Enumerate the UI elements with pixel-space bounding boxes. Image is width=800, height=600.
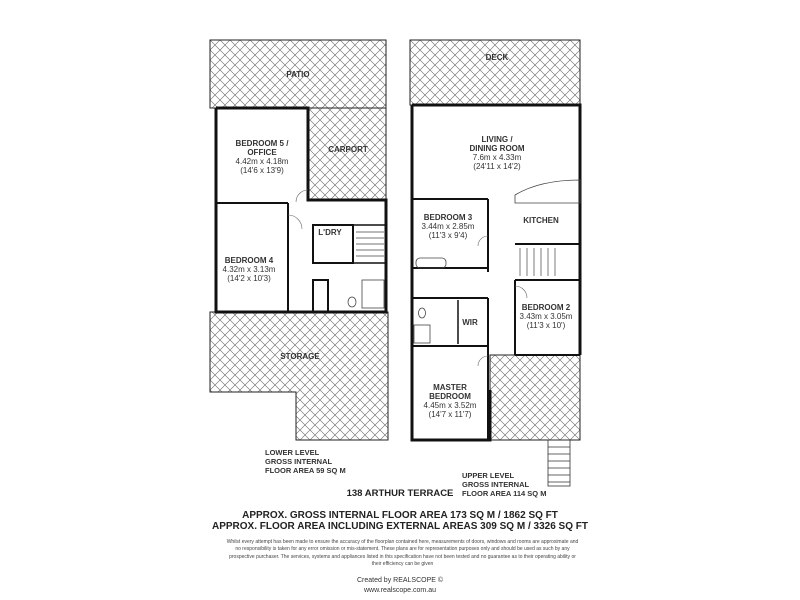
area-line: LOWER LEVEL bbox=[265, 448, 320, 457]
room-label-kitchen: KITCHEN bbox=[523, 216, 559, 225]
total-area: APPROX. FLOOR AREA INCLUDING EXTERNAL AR… bbox=[212, 521, 588, 532]
room-dim-bedroom4-imperial: (14'2 x 10'3) bbox=[227, 274, 271, 283]
room-label-bedroom3: BEDROOM 3 bbox=[424, 213, 473, 222]
deck-area bbox=[409, 39, 581, 106]
toilet bbox=[347, 296, 357, 308]
lower-level-area: LOWER LEVEL GROSS INTERNAL FLOOR AREA 59… bbox=[265, 448, 346, 475]
upper-level-area: UPPER LEVEL GROSS INTERNAL FLOOR AREA 11… bbox=[462, 471, 546, 498]
room-dim-living-imperial: (24'11 x 14'2) bbox=[473, 162, 521, 171]
toilet bbox=[418, 307, 426, 319]
storage-area bbox=[209, 311, 389, 441]
room-dim-master-imperial: (14'7 x 11'7) bbox=[429, 410, 472, 419]
room-label-storage: STORAGE bbox=[280, 352, 320, 361]
upper-stairs bbox=[519, 248, 556, 276]
room-dim-bedroom4: 4.32m x 3.13m bbox=[223, 265, 276, 274]
kitchen-bench bbox=[514, 179, 581, 204]
door-swing bbox=[477, 235, 489, 247]
lower-walls bbox=[214, 106, 388, 314]
lower-level-plan: PATIO BEDROOM 5 / OFFICE 4.42m x 4.18m (… bbox=[209, 39, 389, 441]
door-swing bbox=[287, 214, 303, 230]
room-label-living-line2: DINING ROOM bbox=[469, 144, 524, 153]
shower bbox=[361, 279, 385, 309]
door-swing bbox=[477, 355, 489, 367]
entry-area bbox=[489, 354, 581, 441]
room-label-bedroom2: BEDROOM 2 bbox=[522, 303, 571, 312]
room-dim-bedroom5: 4.42m x 4.18m bbox=[236, 157, 289, 166]
area-line: GROSS INTERNAL bbox=[462, 480, 530, 489]
patio-area bbox=[209, 39, 387, 109]
credit-line: Created by REALSCOPE © bbox=[356, 577, 444, 584]
floor-area-summary: APPROX. GROSS INTERNAL FLOOR AREA 173 SQ… bbox=[0, 510, 800, 532]
website-link[interactable]: www.realscope.com.au bbox=[364, 587, 436, 594]
room-dim-bedroom2: 3.43m x 3.05m bbox=[520, 312, 573, 321]
door-swing bbox=[514, 285, 528, 299]
room-label-bedroom4: BEDROOM 4 bbox=[225, 256, 274, 265]
shower bbox=[413, 324, 431, 344]
room-label-master: MASTER bbox=[433, 383, 467, 392]
lower-stairs bbox=[356, 231, 384, 257]
property-address: 138 ARTHUR TERRACE bbox=[346, 488, 454, 499]
room-dim-living: 7.6m x 4.33m bbox=[473, 153, 522, 162]
disclaimer: Whilst every attempt has been made to en… bbox=[226, 539, 579, 567]
external-stairs bbox=[547, 439, 571, 487]
gross-internal-area: APPROX. GROSS INTERNAL FLOOR AREA 173 SQ… bbox=[242, 510, 558, 521]
upper-level-plan: DECK LIVING / DINING ROOM 7.6m x 4.33m (… bbox=[409, 39, 582, 487]
room-label-deck: DECK bbox=[486, 53, 509, 62]
room-dim-master: 4.45m x 3.52m bbox=[424, 401, 477, 410]
room-dim-bedroom2-imperial: (11'3 x 10') bbox=[527, 321, 566, 330]
room-label-bedroom5: BEDROOM 5 / bbox=[236, 139, 290, 148]
room-dim-bedroom3-imperial: (11'3 x 9'4) bbox=[429, 231, 468, 240]
room-label-patio: PATIO bbox=[286, 70, 309, 79]
bathtub bbox=[415, 257, 447, 269]
credit: Created by REALSCOPE © www.realscope.com… bbox=[0, 576, 800, 596]
area-line: FLOOR AREA 59 SQ M bbox=[265, 466, 346, 475]
room-label-master-line2: BEDROOM bbox=[429, 392, 471, 401]
upper-walls bbox=[410, 103, 582, 442]
area-line: UPPER LEVEL bbox=[462, 471, 515, 480]
room-label-bedroom5-line2: OFFICE bbox=[247, 148, 277, 157]
room-label-laundry: L'DRY bbox=[318, 228, 342, 237]
area-line: FLOOR AREA 114 SQ M bbox=[462, 489, 547, 498]
room-label-living: LIVING / bbox=[481, 135, 513, 144]
room-dim-bedroom5-imperial: (14'6 x 13'9) bbox=[240, 166, 284, 175]
room-dim-bedroom3: 3.44m x 2.85m bbox=[422, 222, 475, 231]
door-swing bbox=[295, 189, 309, 203]
carport-area bbox=[307, 107, 387, 201]
room-label-wir: WIR bbox=[462, 318, 478, 327]
area-line: GROSS INTERNAL bbox=[265, 457, 333, 466]
room-label-carport: CARPORT bbox=[328, 145, 368, 154]
